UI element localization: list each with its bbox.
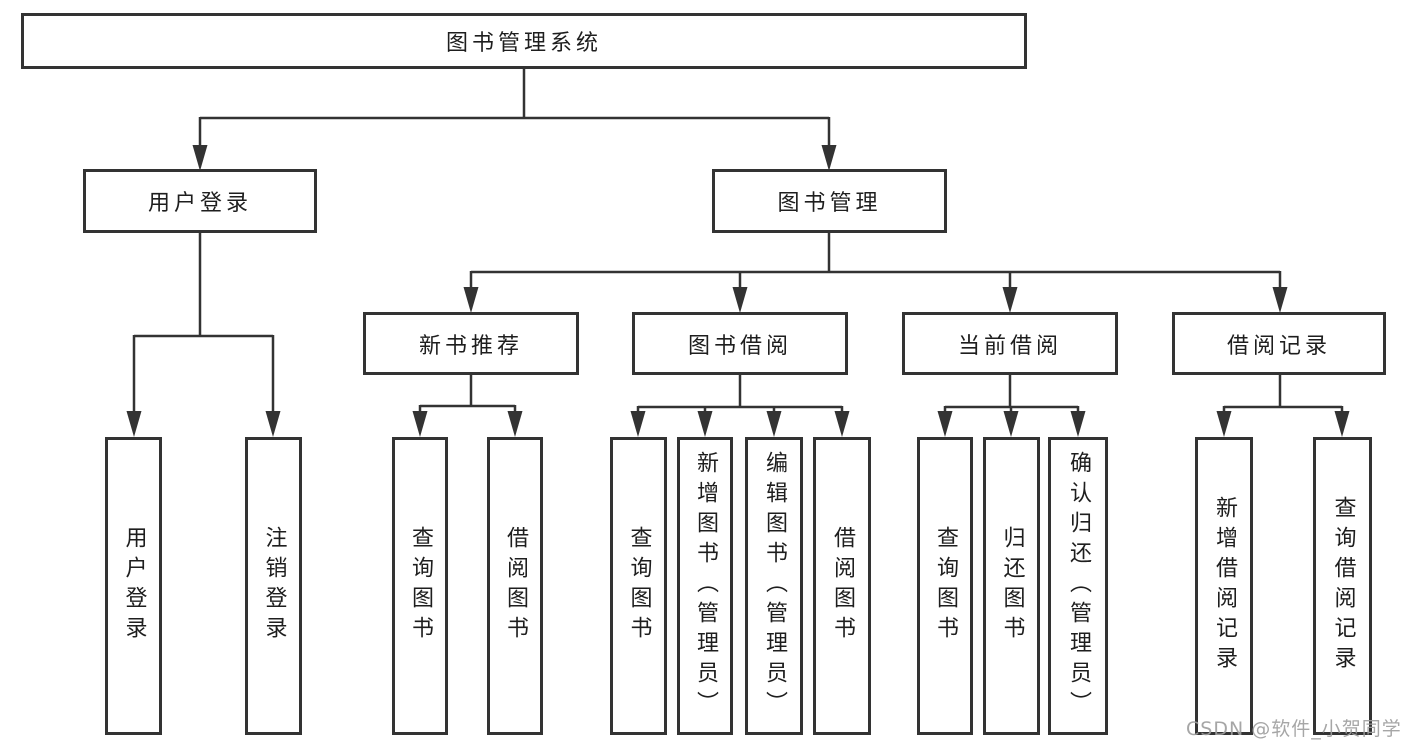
node-book-borrowing: 图书借阅 xyxy=(632,312,848,375)
leaf-borrow-edit-book-admin: 编辑图书（管理员） xyxy=(745,437,803,735)
arrowheads xyxy=(126,145,1350,437)
node-new-book-recommend: 新书推荐 xyxy=(363,312,579,375)
leaf-records-add-record: 新增借阅记录 xyxy=(1195,437,1253,735)
node-book-management: 图书管理 xyxy=(712,169,947,233)
leaf-current-return-book: 归还图书 xyxy=(983,437,1040,735)
leaf-borrow-add-book-admin: 新增图书（管理员） xyxy=(677,437,733,735)
leaf-newrec-query-book: 查询图书 xyxy=(392,437,448,735)
leaf-borrow-borrow-book: 借阅图书 xyxy=(813,437,871,735)
csdn-watermark: CSDN @软件_小贺同学 xyxy=(1186,718,1402,740)
leaf-current-query-book: 查询图书 xyxy=(917,437,973,735)
leaf-newrec-borrow-book: 借阅图书 xyxy=(487,437,543,735)
node-borrowing-records: 借阅记录 xyxy=(1172,312,1386,375)
leaf-logout: 注销登录 xyxy=(245,437,302,735)
node-library-management-system: 图书管理系统 xyxy=(21,13,1027,69)
leaf-current-confirm-return-admin: 确认归还（管理员） xyxy=(1048,437,1108,735)
node-user-login: 用户登录 xyxy=(83,169,317,233)
node-current-borrowing: 当前借阅 xyxy=(902,312,1118,375)
leaf-borrow-query-book: 查询图书 xyxy=(610,437,667,735)
leaf-records-query-record: 查询借阅记录 xyxy=(1313,437,1372,735)
leaf-user-login: 用户登录 xyxy=(105,437,162,735)
